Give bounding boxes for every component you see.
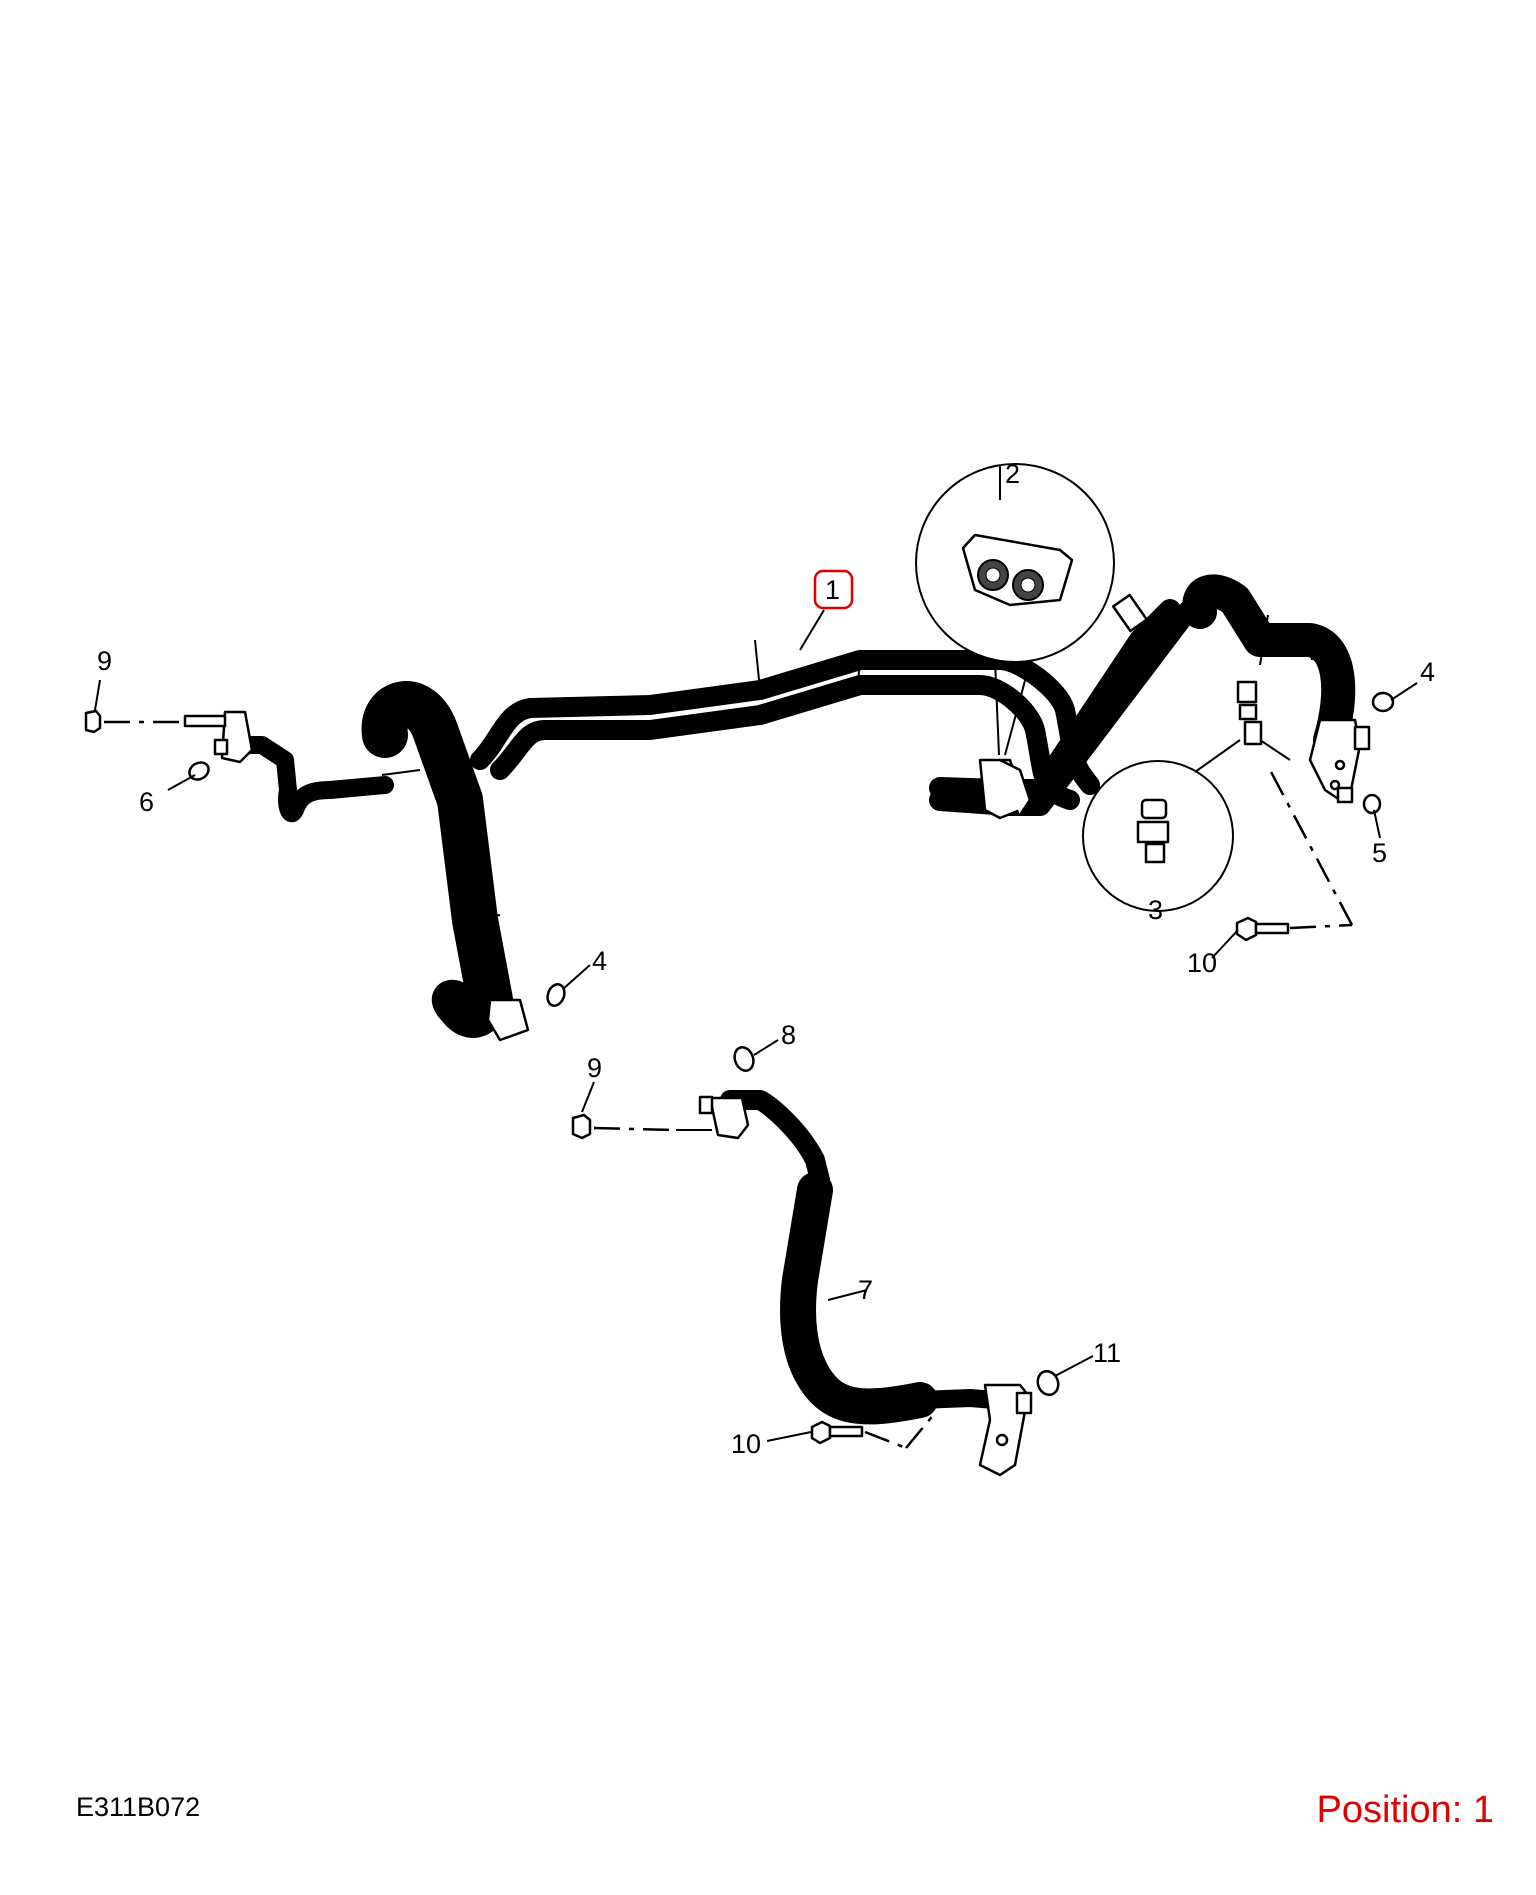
callout-4-right[interactable]: 4 <box>1420 657 1435 687</box>
leader-lines <box>94 465 1418 1442</box>
bolt-10-upper <box>1235 769 1354 942</box>
callout-2[interactable]: 2 <box>1005 459 1020 489</box>
o-ring-11 <box>1036 1369 1060 1397</box>
detail-circle-3 <box>1082 739 1241 912</box>
callout-9-upper[interactable]: 9 <box>97 646 112 676</box>
callout-10-upper[interactable]: 10 <box>1187 948 1217 978</box>
left-hose-section <box>183 681 530 1042</box>
detail-circle-2 <box>915 463 1115 756</box>
position-label: Position: 1 <box>1317 1789 1494 1831</box>
right-hose-section <box>1182 574 1371 804</box>
refrigerant-pipe-assembly-1 <box>84 574 1395 1042</box>
callout-1-highlight <box>813 569 854 610</box>
pipe-clip <box>978 758 1032 820</box>
callout-10-lower[interactable]: 10 <box>731 1429 761 1459</box>
callout-7[interactable]: 7 <box>858 1275 873 1305</box>
callout-8[interactable]: 8 <box>781 1020 796 1050</box>
callout-5[interactable]: 5 <box>1372 838 1387 868</box>
callout-3[interactable]: 3 <box>1148 895 1163 925</box>
liquid-line-assembly-7 <box>676 1090 1033 1477</box>
o-ring-5 <box>1362 793 1382 815</box>
callout-1[interactable]: 1 <box>825 575 840 605</box>
nut-9-lower-line <box>593 1126 677 1132</box>
o-ring-6 <box>188 761 210 781</box>
nut-9-upper <box>84 709 102 734</box>
o-ring-8 <box>733 1046 755 1072</box>
o-ring-4-lower <box>546 983 566 1007</box>
bolt-10-lower <box>810 1412 936 1450</box>
callout-11[interactable]: 11 <box>1093 1338 1121 1368</box>
nut-9-lower <box>571 1113 592 1140</box>
callout-9-lower[interactable]: 9 <box>587 1053 602 1083</box>
o-ring-4-right <box>1371 691 1395 713</box>
callout-6[interactable]: 6 <box>139 787 154 817</box>
diagram-code: E311B072 <box>76 1792 200 1822</box>
callout-4-lower[interactable]: 4 <box>592 946 607 976</box>
